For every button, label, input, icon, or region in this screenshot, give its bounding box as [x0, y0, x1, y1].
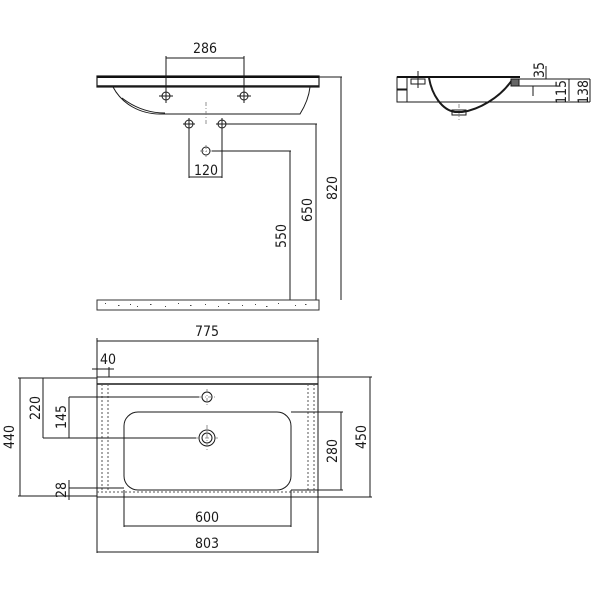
top-view: 775 40 440 220 145 28 280 450	[2, 324, 372, 553]
dim-tap-to-drain-from-back: 220	[28, 396, 44, 420]
dim-drain-height: 550	[274, 224, 290, 248]
dim-mixer-hole-spacing: 286	[193, 41, 217, 57]
dim-bowl-depth-top: 280	[325, 439, 341, 463]
dim-total-height: 138	[576, 80, 592, 104]
dim-front-edge: 28	[54, 482, 70, 498]
dim-depth-total: 440	[2, 425, 18, 449]
dim-tap-to-drain: 145	[54, 405, 70, 429]
dim-inner-width: 775	[195, 324, 219, 340]
front-view: 286 120 550 650 820	[96, 41, 342, 311]
bowl-top	[123, 411, 292, 491]
dim-side-offset: 40	[100, 352, 116, 368]
drain-icon	[196, 425, 220, 452]
dim-top-height: 820	[325, 176, 341, 200]
floor-line	[96, 299, 320, 311]
bowl-profile-side	[428, 77, 513, 113]
dim-drain-outlet-height: 650	[300, 198, 316, 222]
side-view: 35 115 138	[396, 62, 592, 120]
dim-overall-depth: 450	[354, 425, 370, 449]
dim-rim-thickness: 35	[532, 62, 548, 78]
dim-bowl-depth: 115	[554, 80, 570, 104]
tap-hole-icon	[199, 389, 217, 405]
dim-bowl-width: 600	[195, 510, 219, 526]
dim-drain-hole-spacing: 120	[194, 163, 218, 179]
basin-outline-top	[96, 376, 319, 498]
drain-outlet-icon	[200, 145, 212, 157]
bowl-profile-front	[112, 86, 311, 115]
dim-overall-width: 803	[195, 536, 219, 552]
